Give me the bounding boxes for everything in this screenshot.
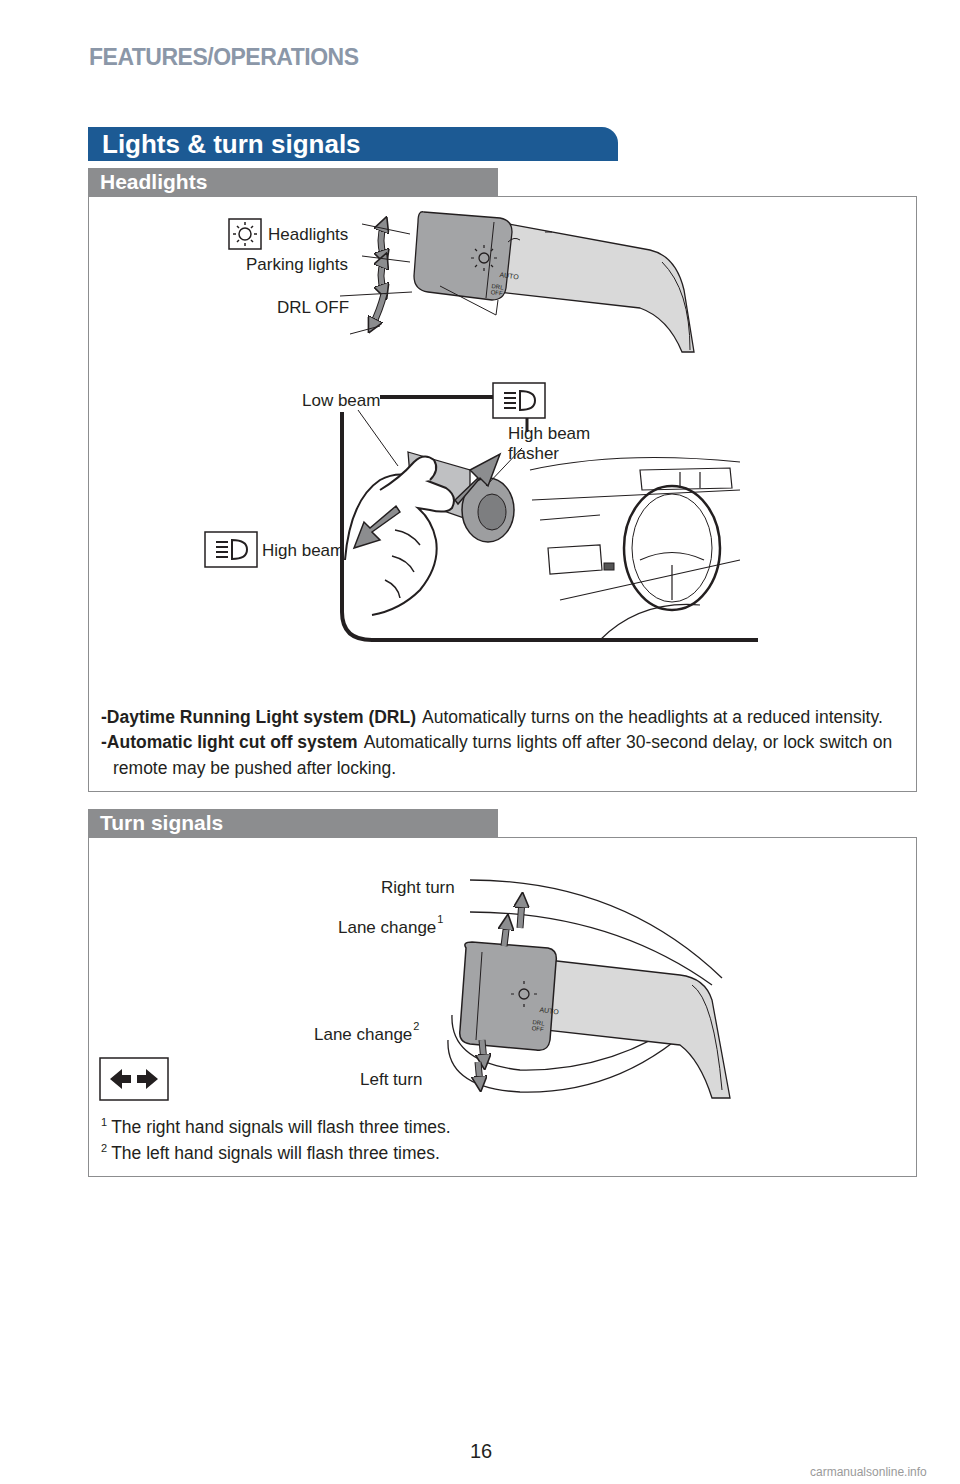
note-text: The right hand signals will flash three … bbox=[111, 1117, 450, 1137]
part-label: Lane change bbox=[314, 1025, 412, 1045]
part-label: Right turn bbox=[381, 878, 455, 898]
switch-marking: DRL OFF bbox=[490, 283, 509, 297]
switch-arrows bbox=[340, 224, 498, 334]
subsection-band: Headlights bbox=[88, 168, 498, 196]
footnote-marker: 2 bbox=[413, 1020, 419, 1033]
note-line: -Automatic light cut off systemAutomatic… bbox=[101, 730, 902, 781]
beam-illustration bbox=[342, 397, 758, 640]
switch-marking: DRL OFF bbox=[531, 1019, 550, 1033]
footnote-marker: 1 bbox=[437, 913, 443, 926]
part-label: Parking lights bbox=[246, 255, 348, 275]
part-label: Low beam bbox=[302, 391, 380, 411]
note-term: -Daytime Running Light system (DRL) bbox=[101, 707, 416, 727]
section-title-band: Lights & turn signals bbox=[88, 127, 618, 161]
band-heading: Lights & turn signals bbox=[102, 129, 361, 160]
part-label: Headlights bbox=[268, 225, 348, 245]
band-heading: Headlights bbox=[100, 170, 207, 194]
subsection-band: Turn signals bbox=[88, 809, 498, 837]
turn-signals-panel: 1The right hand signals will flash three… bbox=[88, 837, 917, 1177]
note-text: The left hand signals will flash three t… bbox=[111, 1143, 440, 1163]
note-term: -Automatic light cut off system bbox=[101, 732, 358, 752]
headlight-icon bbox=[229, 219, 261, 249]
watermark: carmanualsonline.info bbox=[810, 1466, 927, 1480]
turn-signal-icon bbox=[100, 1058, 168, 1100]
part-label: DRL OFF bbox=[277, 298, 349, 318]
high-beam-icon bbox=[205, 532, 257, 567]
note-line: -Daytime Running Light system (DRL) Autom… bbox=[101, 705, 902, 730]
low-beam-icon bbox=[493, 383, 545, 418]
part-label: High beam bbox=[262, 541, 344, 561]
headlight-stalk bbox=[414, 212, 694, 352]
note-text: Automatically turns on the headlights at… bbox=[422, 707, 883, 727]
part-label: Left turn bbox=[360, 1070, 422, 1090]
note-line: 1 The right hand signals will flash three… bbox=[101, 1115, 902, 1140]
band-heading: Turn signals bbox=[100, 811, 223, 835]
turn-signal-stalk bbox=[448, 880, 730, 1098]
footnote-number: 1 bbox=[101, 1116, 107, 1128]
part-label: High beam flasher bbox=[508, 424, 604, 463]
note-line: 2 The left hand signals will flash three … bbox=[101, 1141, 902, 1166]
footnote-number: 2 bbox=[101, 1142, 107, 1154]
page-number: 16 bbox=[470, 1440, 492, 1463]
part-label: Lane change bbox=[338, 918, 436, 938]
page-heading: FEATURES/OPERATIONS bbox=[89, 44, 359, 70]
